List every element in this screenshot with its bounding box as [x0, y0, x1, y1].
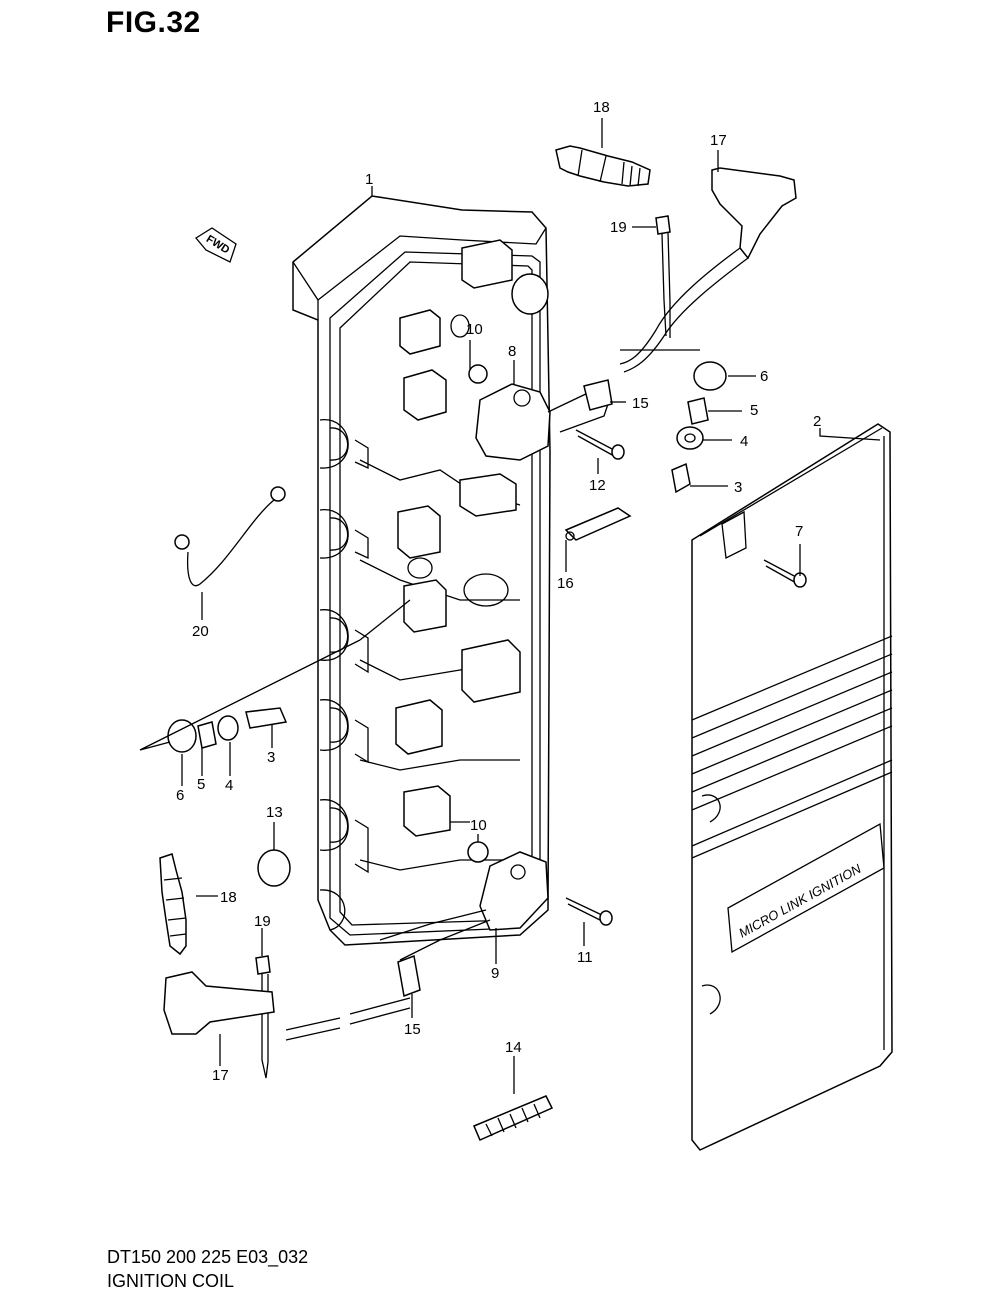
callout-11: 11	[577, 949, 593, 966]
fwd-label: FWD	[204, 233, 232, 256]
callout-1: 1	[365, 171, 373, 188]
cable-tie-top	[655, 215, 671, 338]
callout-13: 13	[266, 804, 283, 821]
callout-15-lower: 15	[404, 1021, 421, 1038]
grommet-13	[257, 849, 291, 887]
callout-19-lower: 19	[254, 913, 271, 930]
coil-lower	[379, 851, 549, 998]
callout-14: 14	[505, 1039, 522, 1056]
collar-upper	[468, 364, 488, 384]
callout-16: 16	[557, 575, 574, 592]
screw-11	[565, 897, 605, 923]
plug-boot-top	[619, 167, 797, 373]
callout-5-left: 5	[197, 776, 205, 793]
callout-18-lower: 18	[220, 889, 237, 906]
ignition-cover: MICRO LINK IGNITION	[691, 423, 893, 1151]
figure-title: FIG.32	[106, 6, 201, 39]
ignition-coil-housing	[292, 195, 551, 946]
clamp-clip	[564, 507, 632, 541]
callout-15-upper: 15	[632, 395, 649, 412]
spring-14	[473, 1095, 554, 1141]
screw-12	[575, 429, 615, 457]
callout-8: 8	[508, 343, 516, 360]
callout-20: 20	[192, 623, 209, 640]
callout-7: 7	[795, 523, 803, 540]
callout-19-upper: 19	[610, 219, 627, 236]
callout-numbers: 1 2 3 3 4 4 5 5 6 6 7 8 9 10 10 11 12 13…	[176, 99, 821, 1084]
callout-9: 9	[491, 965, 499, 982]
callout-3-left: 3	[267, 749, 275, 766]
callout-17-upper: 17	[710, 132, 727, 149]
callout-6-right: 6	[760, 368, 768, 385]
callout-5-right: 5	[750, 402, 758, 419]
grommet-set-left	[167, 707, 288, 753]
coil-upper	[475, 379, 613, 461]
diagram-title: IGNITION COIL	[107, 1271, 235, 1291]
spark-plug-top	[555, 145, 651, 187]
callout-4-right: 4	[740, 433, 748, 450]
ground-wire	[174, 486, 286, 587]
callout-2: 2	[813, 413, 821, 430]
callout-6-left: 6	[176, 787, 184, 804]
callout-12: 12	[589, 477, 606, 494]
grommet-set-right	[671, 361, 727, 494]
callout-4-left: 4	[225, 777, 233, 794]
callout-10-upper: 10	[466, 321, 483, 338]
callout-10-lower: 10	[470, 817, 487, 834]
collar-lower	[467, 841, 489, 863]
callout-18-upper: 18	[593, 99, 610, 116]
callout-17-lower: 17	[212, 1067, 229, 1084]
leader-lines	[139, 118, 881, 1094]
screw-7	[763, 559, 799, 585]
spark-plug-bottom	[159, 853, 187, 956]
cable-tie-bottom	[255, 955, 271, 1079]
fwd-direction-arrow: FWD	[195, 227, 237, 263]
callout-3-right: 3	[734, 479, 742, 496]
model-code: DT150 200 225 E03_032	[107, 1247, 309, 1267]
plug-boot-bottom	[163, 971, 411, 1041]
